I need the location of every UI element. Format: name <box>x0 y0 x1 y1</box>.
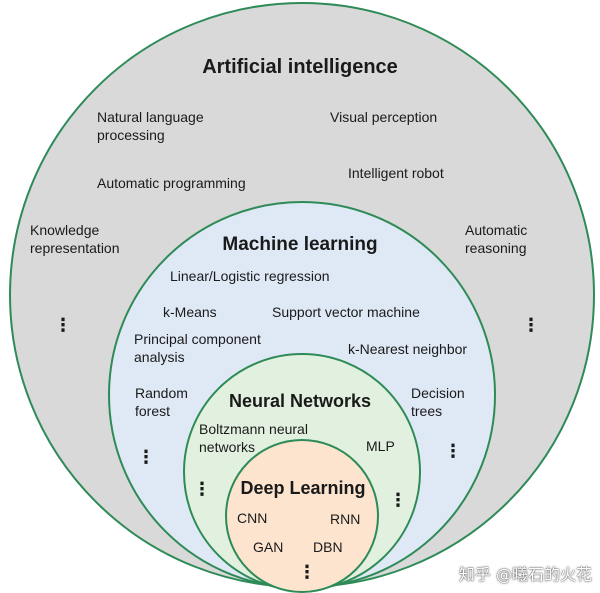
ml-item-random-forest-line2: forest <box>135 403 171 419</box>
dl-item-rnn: RNN <box>330 511 361 527</box>
ml-item-linear-logistic-regression: Linear/Logistic regression <box>170 268 330 284</box>
ml-ellipsis-right: ⋮ <box>444 441 462 461</box>
dl-item-dbn: DBN <box>313 539 343 555</box>
ai-ellipsis-right: ⋮ <box>522 315 540 335</box>
dl-ellipsis: ⋮ <box>298 562 316 582</box>
ml-item-k-means: k-Means <box>163 304 217 320</box>
nn-ellipsis-left: ⋮ <box>193 479 211 499</box>
ml-item-pca-line2: analysis <box>134 349 185 365</box>
watermark: 知乎 @曦石的火花 <box>458 565 592 584</box>
ai-item-reasoning-line2: reasoning <box>465 240 527 256</box>
ml-item-k-nearest-neighbor: k-Nearest neighbor <box>348 341 468 357</box>
nn-item-boltzmann-line2: networks <box>199 439 256 455</box>
ml-item-decision-trees-line2: trees <box>411 403 443 419</box>
ml-item-pca-line1: Principal component <box>134 331 261 347</box>
nn-ellipsis-right: ⋮ <box>389 490 407 510</box>
ml-ellipsis-left: ⋮ <box>137 447 155 467</box>
ai-title: Artificial intelligence <box>202 56 398 78</box>
ai-item-nlp-line2: processing <box>97 127 165 143</box>
ai-item-nlp-line1: Natural language <box>97 109 204 125</box>
ml-item-random-forest-line1: Random <box>135 385 188 401</box>
ai-item-automatic-programming: Automatic programming <box>97 175 246 191</box>
nn-item-mlp: MLP <box>366 438 395 454</box>
ml-title: Machine learning <box>222 234 378 255</box>
dl-circle <box>225 439 379 593</box>
ai-item-visual-perception: Visual perception <box>330 109 438 125</box>
ml-item-support-vector-machine: Support vector machine <box>272 304 420 320</box>
dl-item-cnn: CNN <box>237 510 268 526</box>
nn-title: Neural Networks <box>228 391 372 411</box>
nn-item-boltzmann-line1: Boltzmann neural <box>199 421 308 437</box>
ai-item-intelligent-robot: Intelligent robot <box>348 165 444 181</box>
ml-item-decision-trees-line1: Decision <box>411 385 465 401</box>
ai-item-knowledge-line2: representation <box>30 240 120 256</box>
ai-ellipsis-left: ⋮ <box>54 315 72 335</box>
dl-title: Deep Learning <box>240 478 366 498</box>
ai-item-knowledge-line1: Knowledge <box>30 222 100 238</box>
ai-item-reasoning-line1: Automatic <box>465 222 528 238</box>
dl-item-gan: GAN <box>253 539 284 555</box>
